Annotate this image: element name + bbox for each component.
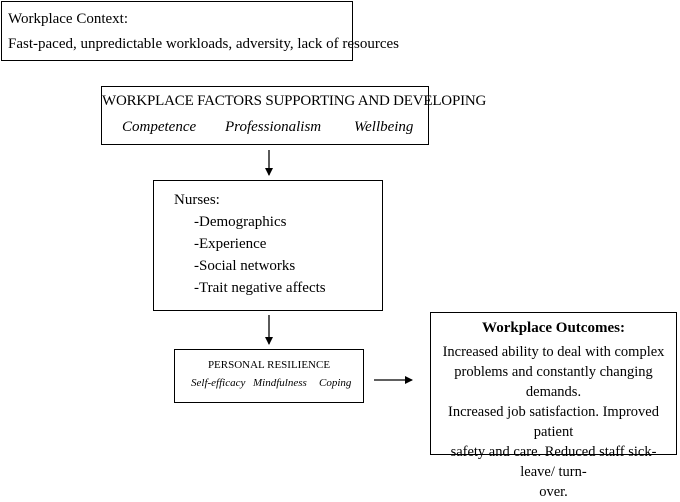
outcome-line-2: problems and constantly changing demands… bbox=[454, 364, 653, 400]
workplace-context-text: Fast-paced, unpredictable workloads, adv… bbox=[8, 36, 399, 52]
workplace-factors-box: WORKPLACE FACTORS SUPPORTING AND DEVELOP… bbox=[101, 86, 487, 145]
personal-resilience-box: PERSONAL RESILIENCE Self-efficacy Mindfu… bbox=[174, 349, 364, 403]
nurses-item-social-networks: -Social networks bbox=[194, 258, 296, 274]
workplace-outcomes-title: Workplace Outcomes: bbox=[482, 320, 625, 336]
nurses-box: Nurses: -Demographics -Experience -Socia… bbox=[153, 180, 383, 311]
factor-competence: Competence bbox=[122, 119, 197, 135]
outcome-line-1: Increased ability to deal with complex bbox=[442, 344, 665, 360]
workplace-context-label: Workplace Context: bbox=[8, 11, 129, 27]
workplace-context-box: Workplace Context: Fast-paced, unpredict… bbox=[1, 1, 399, 61]
nurses-heading: Nurses: bbox=[174, 192, 220, 208]
workplace-factors-title: WORKPLACE FACTORS SUPPORTING AND DEVELOP… bbox=[102, 93, 487, 109]
nurses-item-demographics: -Demographics bbox=[194, 214, 287, 230]
factor-wellbeing: Wellbeing bbox=[354, 119, 414, 135]
personal-resilience-title: PERSONAL RESILIENCE bbox=[207, 359, 331, 371]
factor-professionalism: Professionalism bbox=[225, 119, 322, 135]
resilience-coping: Coping bbox=[319, 377, 352, 389]
outcome-line-5: over. bbox=[539, 484, 568, 500]
nurses-item-experience: -Experience bbox=[194, 236, 267, 252]
flow-arrows bbox=[265, 150, 413, 384]
outcome-line-3: Increased job satisfaction. Improved pat… bbox=[448, 404, 659, 440]
resilience-mindfulness: Mindfulness bbox=[253, 377, 307, 389]
nurses-item-trait-negative-affects: -Trait negative affects bbox=[194, 280, 326, 296]
resilience-self-efficacy: Self-efficacy bbox=[191, 377, 246, 389]
